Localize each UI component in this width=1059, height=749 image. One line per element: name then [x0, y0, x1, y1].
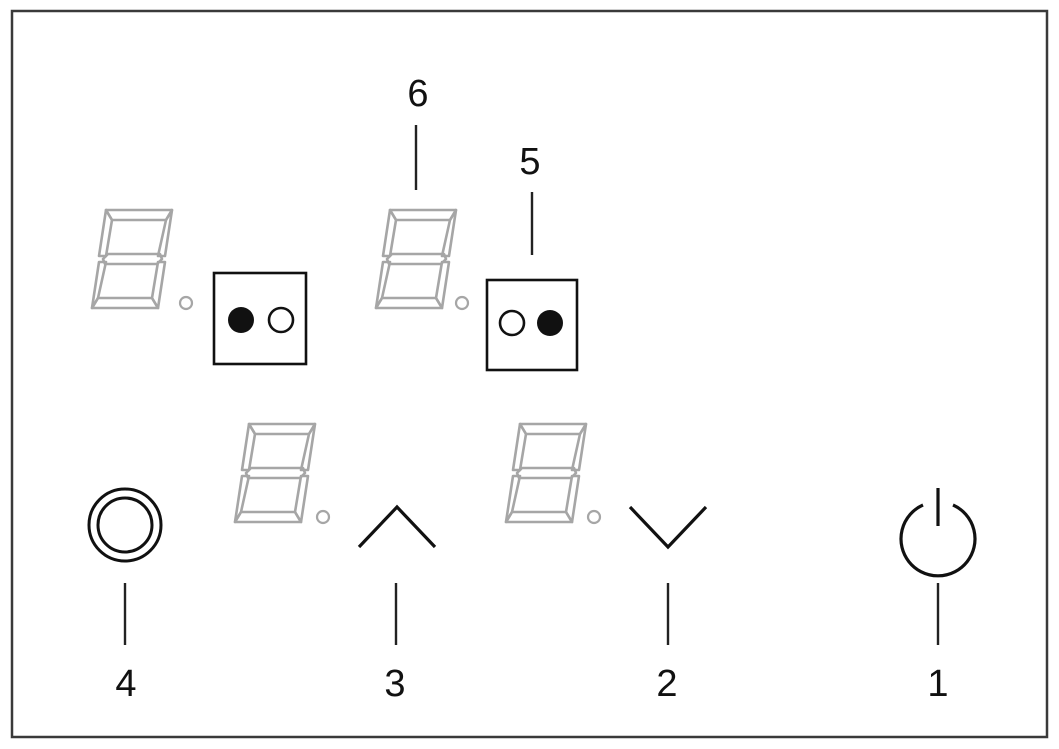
segment-d [90, 296, 160, 310]
power-key[interactable] [899, 488, 977, 578]
up-key[interactable] [357, 504, 437, 549]
segment-b [570, 422, 588, 472]
segment-f [381, 208, 398, 258]
segment-e [504, 474, 522, 524]
callout-4: 4 [115, 663, 136, 705]
down-key[interactable] [628, 505, 708, 550]
display-bottom-left [233, 422, 331, 525]
segment-e [374, 260, 392, 310]
dual-zone-right-icon [498, 309, 563, 337]
chevron-down-icon [628, 505, 708, 550]
segment-b [299, 422, 317, 472]
decimal-point [454, 295, 470, 311]
segment-f [240, 422, 257, 472]
segment-e [233, 474, 251, 524]
segment-d [233, 510, 303, 524]
dual-zone-right-key[interactable] [485, 278, 579, 372]
callout-3: 3 [384, 663, 405, 705]
decimal-point [315, 509, 331, 525]
decimal-point [178, 295, 194, 311]
dual-zone-left-icon [228, 306, 295, 334]
segment-d [504, 510, 574, 524]
segment-b [156, 208, 174, 258]
callout-1: 1 [927, 663, 948, 705]
segment-b [440, 208, 458, 258]
power-icon [899, 488, 977, 578]
segment-a [104, 208, 174, 222]
decimal-point [586, 509, 602, 525]
segment-g [385, 252, 448, 266]
panel-frame [10, 9, 1049, 739]
segment-f [97, 208, 114, 258]
display-bottom-right [504, 422, 602, 525]
dual-zone-left-key[interactable] [212, 271, 308, 366]
callout-5: 5 [519, 141, 540, 183]
display-top-right [374, 208, 470, 311]
callout-2: 2 [656, 663, 677, 705]
segment-g [101, 252, 164, 266]
segment-g [244, 466, 307, 480]
segment-a [247, 422, 317, 436]
segment-e [90, 260, 108, 310]
selector-key[interactable] [87, 487, 163, 563]
segment-d [374, 296, 444, 310]
double-ring-icon [87, 487, 163, 563]
segment-f [511, 422, 528, 472]
callout-6: 6 [407, 73, 428, 115]
chevron-up-icon [357, 504, 437, 549]
segment-g [515, 466, 578, 480]
segment-a [518, 422, 588, 436]
display-top-left [90, 208, 194, 311]
segment-a [388, 208, 458, 222]
